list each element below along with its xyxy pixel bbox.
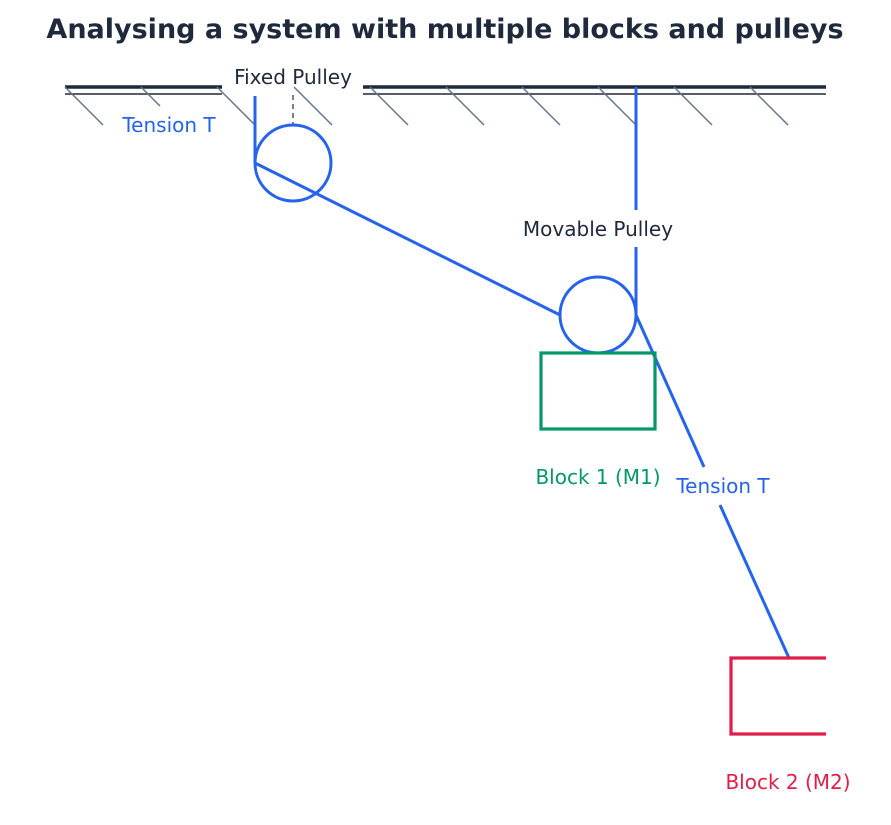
rope-movable-to-block2-lower [718, 504, 791, 659]
fixed-pulley-wheel [253, 123, 333, 203]
diagram-title: Analysing a system with multiple blocks … [46, 14, 843, 45]
ceiling-support [64, 85, 826, 126]
ceiling-hatching [64, 86, 789, 126]
block-2 [729, 656, 826, 736]
rope-fixed-to-movable [254, 161, 561, 317]
block-2-label: Block 2 (M2) [725, 770, 850, 794]
movable-pulley-label: Movable Pulley [523, 217, 673, 241]
ropes [253, 87, 791, 659]
tension-label-left: Tension T [121, 113, 216, 137]
fixed-pulley-label: Fixed Pulley [234, 65, 352, 89]
block-1 [539, 351, 657, 431]
block-1-label: Block 1 (M1) [535, 465, 660, 489]
tension-label-right: Tension T [675, 474, 770, 498]
rope-movable-to-block2-upper [634, 314, 706, 468]
movable-pulley-wheel [558, 275, 638, 355]
